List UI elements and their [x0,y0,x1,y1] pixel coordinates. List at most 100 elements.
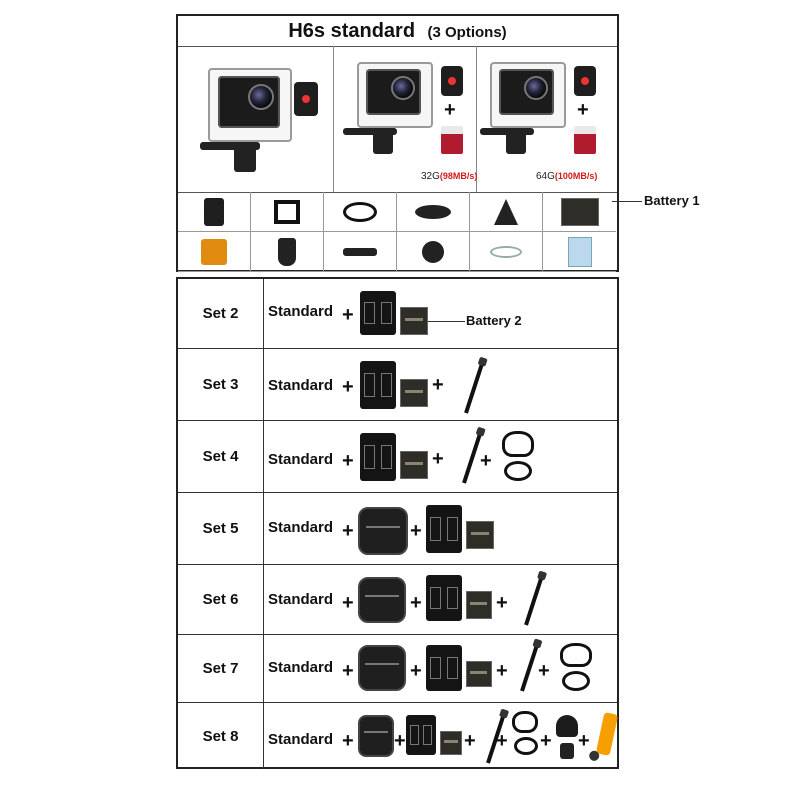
usb-cable-icon [490,245,522,258]
battery-1-pointer-line [612,201,642,202]
plus-sign: + [538,660,550,682]
set-row-5: Set 5 Standard + + [178,493,617,565]
accessory-battery [543,192,616,232]
set-row-4: Set 4 Standard + + + [178,421,617,493]
accessory-j-hook-arm [324,232,397,272]
accessory-grid [178,192,617,272]
set-name: Set 6 [178,565,264,634]
battery-2-pointer-line [428,321,465,322]
battery-image [400,451,428,479]
standard-label: Standard [268,731,334,748]
plus-sign: + [496,660,508,682]
standard-package-box: H6s standard (3 Options) + [176,14,619,272]
remote-strap-icon [204,197,224,226]
set-row-7: Set 7 Standard + + + + [178,635,617,703]
car-charger-image [560,743,574,759]
plus-sign: + [496,592,508,614]
set-row-6: Set 6 Standard + + + [178,565,617,635]
camera-lens-image [248,84,274,110]
plus-sign: + [540,730,552,752]
accessory-buckle-mount [178,232,251,272]
battery-icon [560,197,599,226]
battery-1-label: Battery 1 [644,193,700,208]
option-3: + 64G(100MB/s) [476,46,619,192]
chest-harness-image [512,711,538,733]
plus-sign: + [577,99,589,121]
dual-charger-image [426,505,462,553]
carry-case-image [358,507,408,555]
dual-charger-image [360,361,396,409]
set-row-8: Set 8 Standard + + + + + + [178,703,619,769]
plus-sign: + [394,730,406,752]
package-subtitle: (3 Options) [427,24,507,41]
adhesive-base-icon [415,204,451,219]
carry-case-image [358,715,394,757]
dual-charger-image [426,575,462,621]
card-speed-text: (100MB/s) [554,171,598,181]
dual-charger-image [406,715,436,755]
remote-image [441,66,463,96]
remote-button-icon [448,77,456,85]
standard-label: Standard [268,303,334,320]
buckle-mount-icon [201,238,227,265]
j-hook-arm-icon [343,247,377,256]
set-contents: Standard + + [264,493,617,564]
remote-button-icon [302,95,310,103]
lens-cloth-icon [567,236,592,267]
set-contents: Standard + + + + + + [264,703,619,769]
standard-label: Standard [268,659,334,676]
chest-harness-image [560,643,592,667]
package-title-bar: H6s standard (3 Options) [178,16,617,47]
battery-image [466,591,492,619]
set-name: Set 7 [178,635,264,702]
standard-label: Standard [268,591,334,608]
standard-label: Standard [268,519,334,536]
chest-harness-image [502,431,534,457]
tripod-adapter-icon [278,237,296,266]
handle-mount-image [480,128,534,135]
plus-sign: + [410,520,422,542]
card-capacity-label: 64G(100MB/s) [536,171,597,182]
card-speed-text: (98MB/s) [439,171,478,181]
selfie-stick-image [524,574,544,626]
set-row-3: Set 3 Standard + + [178,349,617,421]
floating-grip-image [595,712,619,756]
set-contents: Standard + + + + [264,635,617,702]
set-contents: Standard + + + [264,565,617,634]
package-title: H6s standard [288,20,416,42]
handle-mount-image [343,128,397,135]
base-mount-image [506,132,526,154]
battery-image [400,379,428,407]
standard-label: Standard [268,377,334,394]
sd-card-image [574,126,596,154]
plus-sign: + [410,660,422,682]
standard-label: Standard [268,451,334,468]
sets-table: Set 2 Standard + Set 3 Standard + + Set … [176,277,619,769]
base-mount-image [234,146,256,172]
accessory-handlebar-mount [324,192,397,232]
head-strap-image [504,461,532,481]
frame-mount-icon [274,199,300,224]
camera-lens-image [524,76,548,100]
plus-sign: + [480,450,492,472]
suction-cup-mount-image [556,715,578,737]
remote-image [294,82,318,116]
base-mount-image [373,132,393,154]
accessory-usb-cable [470,232,543,272]
accessory-remote-strap [178,192,251,232]
plus-sign: + [432,448,444,470]
vehicle-clip-icon [422,240,444,263]
camera-lens-image [391,76,415,100]
plus-sign: + [342,592,354,614]
battery-image [400,307,428,335]
head-strap-image [514,737,538,755]
set-contents: Standard + + + [264,421,617,492]
accessory-tripod-adapter [251,232,324,272]
plus-sign: + [342,450,354,472]
plus-sign: + [444,99,456,121]
accessory-mini-tripod [470,192,543,232]
selfie-stick-image [464,361,485,414]
plus-sign: + [342,304,354,326]
set-name: Set 3 [178,349,264,420]
plus-sign: + [342,660,354,682]
